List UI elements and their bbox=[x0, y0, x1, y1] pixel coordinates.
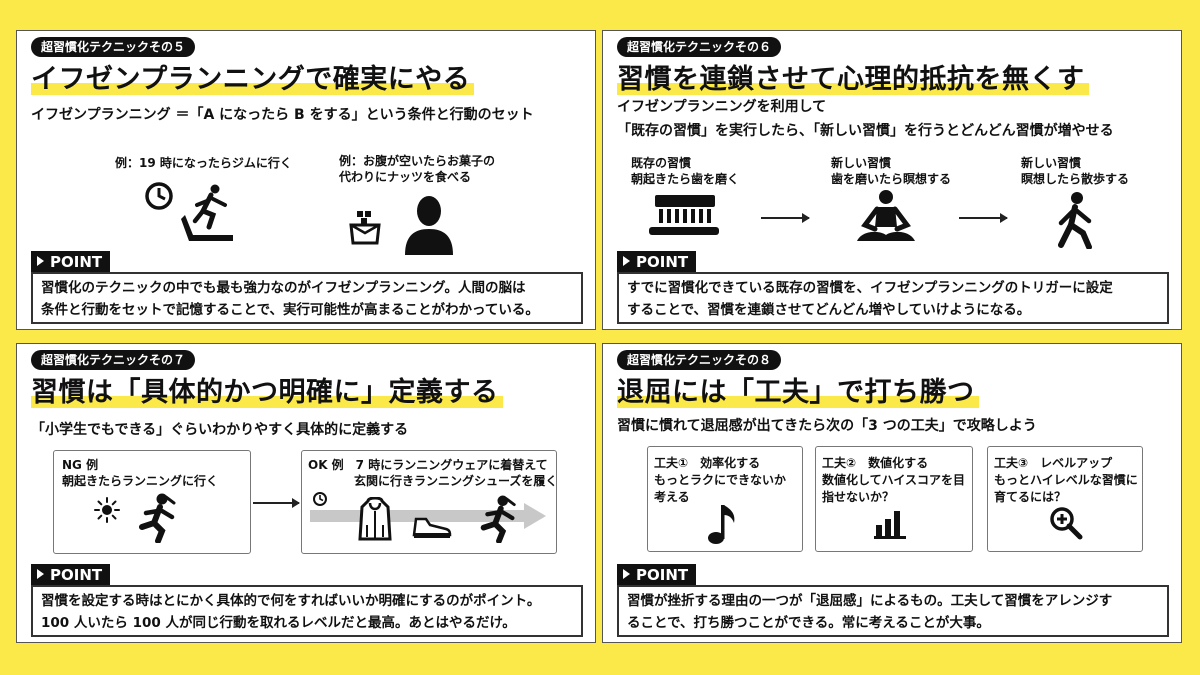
tip-card-text: もっとラクにできないか bbox=[654, 473, 787, 487]
arrow-icon bbox=[253, 498, 300, 508]
ng-example-text: 朝起きたらランニングに行く bbox=[62, 474, 219, 488]
point-text: ることで、打ち勝つことができる。常に考えることが大事。 bbox=[627, 615, 990, 631]
runner-icon bbox=[139, 493, 176, 543]
ok-example-box: OK 例 7 時にランニングウェアに着替えて 玄関に行きランニングシューズを履く bbox=[301, 450, 557, 554]
person-icon bbox=[405, 196, 453, 255]
point-box: 習慣化のテクニックの中でも最も強力なのがイフゼンプランニング。人間の脳は 条件と… bbox=[31, 272, 583, 324]
point-text: すでに習慣化できている既存の習慣を、イフゼンプランニングのトリガーに設定 bbox=[627, 280, 1113, 296]
panel-subtitle: イフゼンプランニングを利用して bbox=[617, 99, 827, 115]
point-label: POINT bbox=[31, 251, 111, 273]
step-caption: 朝起きたら歯を磨く bbox=[631, 172, 740, 186]
jacket-icon bbox=[358, 497, 392, 541]
point-text: 習慣を設定する時はとにかく具体的で何をすればいいか明確にするのがポイント。 bbox=[41, 593, 541, 609]
panel-title: 退屈には「工夫」で打ち勝つ bbox=[617, 374, 979, 412]
point-text: することで、習慣を連鎖させてどんどん増やしていけようになる。 bbox=[627, 302, 1031, 318]
point-text: 習慣化のテクニックの中でも最も強力なのがイフゼンプランニング。人間の脳は bbox=[41, 280, 526, 296]
tip-card-title: 工夫③ レベルアップ bbox=[994, 456, 1113, 470]
tip-card-text: 考える bbox=[654, 490, 690, 504]
technique-tag: 超習慣化テクニックその６ bbox=[617, 37, 782, 57]
point-label: POINT bbox=[617, 564, 697, 586]
step-caption: 瞑想したら散歩する bbox=[1021, 172, 1130, 186]
clock-treadmill-icon bbox=[145, 182, 233, 241]
panel-technique-5: 超習慣化テクニックその５ イフゼンプランニングで確実にやる イフゼンプランニング… bbox=[16, 30, 596, 330]
point-box: 習慣が挫折する理由の一つが「退屈感」によるもの。工夫して習慣をアレンジす ること… bbox=[617, 585, 1169, 637]
tip-card-quantify: 工夫② 数値化する 数値化してハイスコアを目 指せないか？ bbox=[815, 446, 973, 552]
step-caption: 新しい習慣 bbox=[1021, 156, 1082, 170]
tip-card-text: 育てるには？ bbox=[994, 490, 1067, 504]
ok-example-text: 玄関に行きランニングシューズを履く bbox=[354, 474, 558, 488]
example-caption: 例：お腹が空いたらお菓子の bbox=[339, 154, 496, 168]
panel-technique-8: 超習慣化テクニックその８ 退屈には「工夫」で打ち勝つ 習慣に慣れて退屈感が出てき… bbox=[602, 343, 1182, 643]
walking-icon bbox=[1058, 192, 1092, 249]
point-box: すでに習慣化できている既存の習慣を、イフゼンプランニングのトリガーに設定 するこ… bbox=[617, 272, 1169, 324]
step-caption: 歯を磨いたら瞑想する bbox=[831, 172, 952, 186]
point-label: POINT bbox=[617, 251, 697, 273]
point-text: 条件と行動をセットで記憶することで、実行可能性が高まることがわかっている。 bbox=[41, 302, 539, 318]
example-caption: 代わりにナッツを食べる bbox=[339, 170, 472, 184]
step-caption: 既存の習慣 bbox=[631, 156, 692, 170]
example-caption: 例：19 時になったらジムに行く bbox=[115, 156, 292, 170]
point-text: 100 人いたら 100 人が同じ行動を取れるレベルだと最高。あとはやるだけ。 bbox=[41, 615, 516, 631]
toothbrush-icon bbox=[649, 195, 719, 235]
panel-title: 習慣を連鎖させて心理的抵抗を無くす bbox=[617, 61, 1089, 99]
ng-example-label: NG 例 bbox=[62, 458, 99, 472]
point-label: POINT bbox=[31, 564, 111, 586]
tip-card-text: 指せないか？ bbox=[822, 490, 895, 504]
zoom-in-icon bbox=[1050, 507, 1083, 540]
ng-example-box: NG 例 朝起きたらランニングに行く bbox=[53, 450, 251, 554]
shoe-icon bbox=[412, 517, 452, 538]
panel-title: 習慣は「具体的かつ明確に」定義する bbox=[31, 374, 503, 412]
point-box: 習慣を設定する時はとにかく具体的で何をすればいいか明確にするのがポイント。 10… bbox=[31, 585, 583, 637]
panel-subtitle: 習慣に慣れて退屈感が出てきたら次の「3 つの工夫」で攻略しよう bbox=[617, 418, 1037, 434]
technique-tag: 超習慣化テクニックその８ bbox=[617, 350, 782, 370]
ok-example-text: OK 例 7 時にランニングウェアに着替えて bbox=[308, 458, 548, 472]
panel-subtitle: イフゼンプランニング ＝「A になったら B をする」という条件と行動のセット bbox=[31, 107, 534, 123]
clock-icon bbox=[313, 492, 327, 506]
meditation-icon bbox=[857, 190, 915, 241]
panel-subtitle: 「既存の習慣」を実行したら、「新しい習慣」を行うとどんどん習慣が増やせる bbox=[617, 123, 1114, 139]
music-note-icon bbox=[708, 505, 735, 544]
tip-card-text: 数値化してハイスコアを目 bbox=[822, 473, 966, 487]
runner-icon bbox=[480, 495, 516, 543]
point-text: 習慣が挫折する理由の一つが「退屈感」によるもの。工夫して習慣をアレンジす bbox=[627, 593, 1113, 609]
panel-technique-7: 超習慣化テクニックその７ 習慣は「具体的かつ明確に」定義する 「小学生でもできる… bbox=[16, 343, 596, 643]
panel-title: イフゼンプランニングで確実にやる bbox=[31, 61, 475, 99]
panel-technique-6: 超習慣化テクニックその６ 習慣を連鎖させて心理的抵抗を無くす イフゼンプランニン… bbox=[602, 30, 1182, 330]
arrow-icon bbox=[761, 213, 810, 223]
bar-chart-icon bbox=[874, 511, 906, 539]
snack-box-icon bbox=[349, 211, 381, 245]
technique-tag: 超習慣化テクニックその７ bbox=[31, 350, 196, 370]
arrow-icon bbox=[959, 213, 1008, 223]
tip-card-levelup: 工夫③ レベルアップ もっとハイレベルな習慣に 育てるには？ bbox=[987, 446, 1143, 552]
panel-subtitle: 「小学生でもできる」ぐらいわかりやすく具体的に定義する bbox=[31, 422, 409, 438]
tip-card-title: 工夫① 効率化する bbox=[654, 456, 761, 470]
technique-tag: 超習慣化テクニックその５ bbox=[31, 37, 196, 57]
step-caption: 新しい習慣 bbox=[831, 156, 892, 170]
tip-card-text: もっとハイレベルな習慣に bbox=[994, 473, 1138, 487]
sun-icon bbox=[94, 497, 120, 523]
tip-card-efficiency: 工夫① 効率化する もっとラクにできないか 考える bbox=[647, 446, 803, 552]
tip-card-title: 工夫② 数値化する bbox=[822, 456, 929, 470]
